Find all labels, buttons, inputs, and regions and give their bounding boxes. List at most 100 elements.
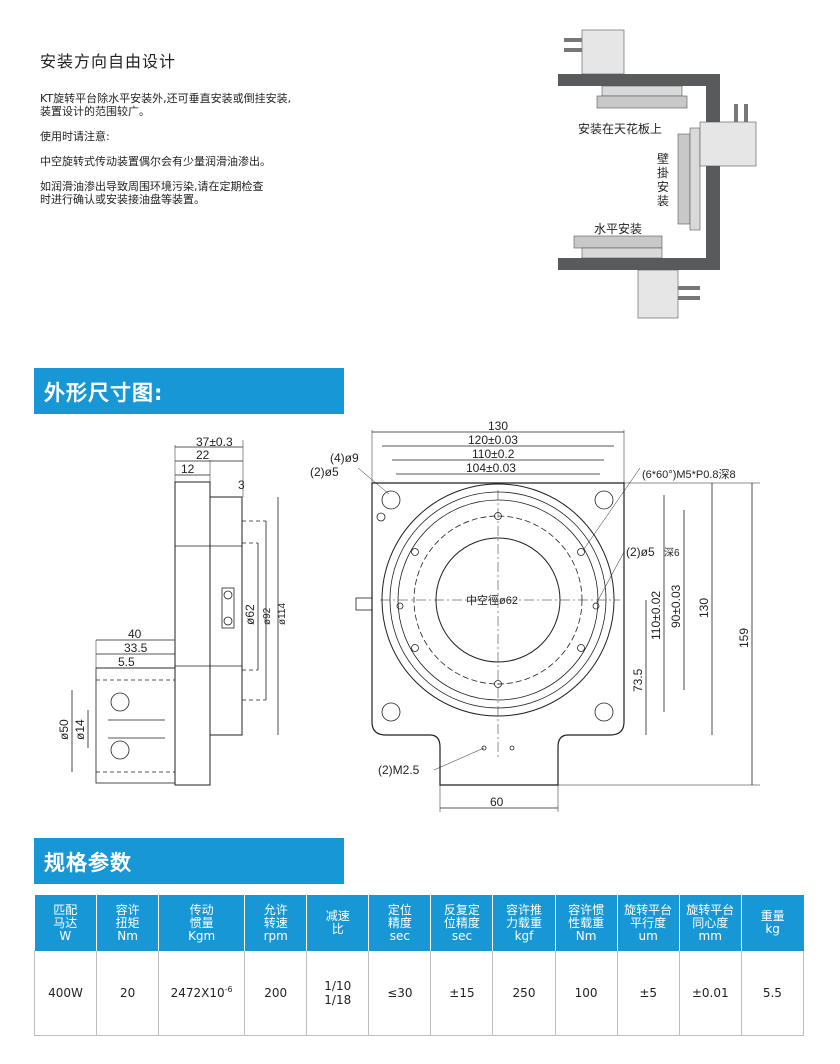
header-line: Nm — [575, 928, 597, 943]
cell-pos-acc: ≤30 — [368, 951, 432, 1036]
wall-motor — [699, 121, 757, 167]
ceiling-plate — [601, 85, 683, 97]
corner-hole — [381, 490, 401, 510]
pin-hole — [376, 512, 386, 522]
dim-label: ø50 — [57, 719, 71, 740]
header-torque: 容许 扭矩 Nm — [96, 895, 160, 951]
dim-label: (2)M2.5 — [378, 763, 420, 777]
pin-hole — [592, 602, 600, 610]
corner-hole — [594, 490, 614, 510]
wall-cable — [734, 104, 738, 122]
note-line: 使用时请注意: — [40, 130, 110, 143]
dim-label: 深6 — [664, 547, 680, 559]
dim-label: (4)ø9 — [330, 451, 359, 465]
install-orientation-illustration — [558, 29, 757, 319]
header-ratio: 减速 比 — [306, 895, 370, 951]
header-weight: 重量 kg — [741, 895, 804, 951]
header-line: 扭矩 — [115, 915, 140, 930]
header-rep-acc: 反复定 位精度 sec — [430, 895, 494, 951]
front-view — [355, 430, 760, 812]
label-wall: 壁掛安装 — [657, 152, 670, 208]
dim-label: ø62 — [243, 604, 257, 625]
header-line: 允许 — [263, 902, 288, 917]
side-dim-text: 37±0.3 22 12 3 40 33.5 5.5 ø50 ø14 ø62 ø… — [57, 435, 288, 740]
dim-label: 90±0.03 — [669, 584, 683, 628]
m25-hole — [509, 745, 515, 751]
cell-ratio: 1/10 1/18 — [306, 951, 370, 1036]
header-line: mm — [698, 928, 722, 943]
dim-label: ø14 — [73, 719, 87, 740]
spec-header-row: 匹配 马达 W 容许 扭矩 Nm 传动 惯量 Kgm 允许 转速 rpm 减速 — [34, 895, 804, 951]
tap-hole — [577, 644, 585, 652]
leader — [595, 551, 625, 605]
label-ceiling: 安装在天花板上 — [578, 122, 663, 136]
header-line: 旋转平台 — [686, 902, 735, 917]
dim-label: 104±0.03 — [466, 461, 516, 475]
cell-thrust: 250 — [492, 951, 556, 1036]
dim-label: 12 — [181, 462, 195, 476]
dim-label: 5.5 — [118, 655, 135, 669]
header-line: sec — [451, 928, 473, 943]
header-line: kg — [765, 922, 780, 936]
install-title: 安装方向自由设计 — [40, 52, 177, 71]
horizontal-table — [573, 235, 663, 249]
dim-label: 37±0.3 — [196, 435, 233, 449]
leader — [433, 747, 485, 771]
dim-label: 40 — [128, 627, 142, 641]
header-line: 旋转平台 — [624, 902, 673, 917]
pin-hole — [396, 602, 404, 610]
tap-hole — [577, 548, 585, 556]
dimension-drawing: 37±0.3 22 12 3 40 33.5 5.5 ø50 ø14 ø62 ø… — [57, 420, 760, 812]
header-concentricity: 旋转平台 同心度 mm — [679, 895, 742, 951]
cell-concentricity: ±0.01 — [679, 951, 742, 1036]
dim-label: ø92 — [262, 607, 273, 625]
header-line: 容许推 — [506, 902, 543, 917]
header-line: 平行度 — [630, 915, 667, 930]
header-inertia: 传动 惯量 Kgm — [158, 895, 246, 951]
side-flange-body — [174, 481, 211, 786]
header-line: 定位 — [387, 902, 412, 917]
side-hole — [110, 692, 130, 712]
header-line: W — [59, 928, 72, 943]
inertia-value: 2472X10 — [170, 986, 225, 1001]
header-inertia-load: 容许惯 性载重 Nm — [555, 895, 618, 951]
header-line: Nm — [117, 928, 138, 943]
side-pin — [223, 616, 233, 626]
side-hole — [110, 740, 130, 760]
header-line: kgf — [514, 928, 534, 943]
dim-label: 110±0.2 — [472, 447, 515, 461]
inertia-exponent: -6 — [224, 985, 233, 995]
ratio-line: 1/10 — [324, 978, 352, 993]
tap-hole — [494, 680, 502, 688]
leader — [357, 467, 390, 495]
header-line: 比 — [331, 922, 344, 936]
dim-label: 130 — [697, 598, 711, 618]
wall-table — [677, 133, 691, 225]
dim-label: 33.5 — [124, 641, 148, 655]
dim-label: 120±0.03 — [468, 433, 518, 447]
spec-table: 匹配 马达 W 容许 扭矩 Nm 传动 惯量 Kgm 允许 转速 rpm 减速 — [33, 895, 805, 1036]
spec-section-header: 规格参数 — [34, 838, 344, 884]
header-line: 传动 — [189, 902, 214, 917]
side-pin — [223, 590, 233, 600]
side-table-body — [209, 496, 243, 736]
dim-label: 3 — [238, 478, 245, 492]
cell-rep-acc: ±15 — [430, 951, 494, 1036]
horizontal-plate — [581, 247, 663, 259]
header-line: 精度 — [387, 915, 412, 930]
key-stub — [355, 597, 373, 611]
dim-label: (6*60°)M5*P0.8深8 — [642, 468, 736, 481]
header-line: 容许 — [115, 902, 140, 917]
note-line: 如润滑油渗出导致周围环境污染,请在定期检查 — [40, 180, 264, 193]
header-line: sec — [389, 928, 410, 943]
spec-section-title: 规格参数 — [44, 851, 132, 875]
header-line: 力载重 — [506, 915, 543, 930]
dim-label: ø114 — [277, 603, 288, 625]
dim-label: (2)ø5 — [310, 465, 339, 479]
dim-label: 159 — [737, 628, 751, 648]
cell-weight: 5.5 — [741, 951, 805, 1036]
wall-cable — [744, 104, 748, 122]
horizontal-cable — [678, 286, 700, 290]
dim-label: 110±0.02 — [649, 591, 663, 640]
header-line: Kgm — [188, 928, 216, 943]
